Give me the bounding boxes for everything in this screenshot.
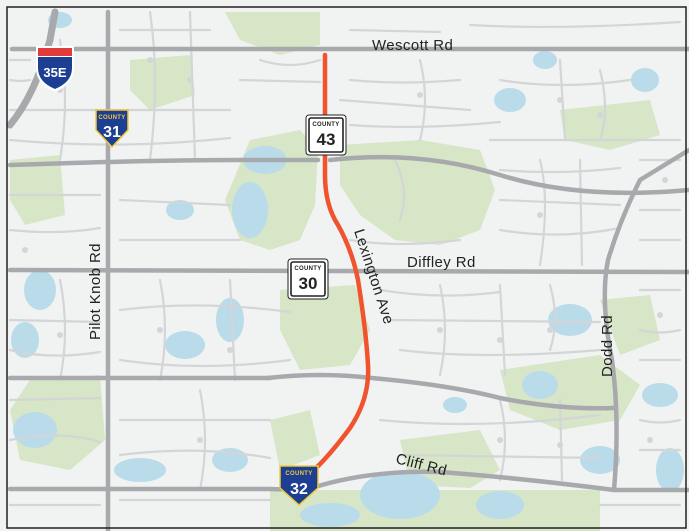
label-diffley-rd: Diffley Rd [407, 254, 476, 271]
county-30-shield: COUNTY 30 [287, 258, 329, 300]
diffley-road [7, 267, 689, 275]
lake [656, 448, 684, 492]
lake [114, 458, 166, 482]
park-area [560, 100, 660, 150]
lake [548, 304, 592, 336]
county-32-shield: COUNTY 32 [279, 465, 319, 507]
county-30-label: COUNTY [294, 266, 321, 272]
collector-road-south [265, 372, 617, 411]
lake [216, 298, 244, 342]
major-roads-layer [7, 9, 689, 531]
interstate-number: 35E [43, 65, 66, 80]
lake [631, 68, 659, 92]
county-31-number: 31 [103, 124, 121, 141]
lake [443, 397, 467, 413]
lake [522, 371, 558, 399]
lake [300, 503, 360, 527]
county-30-number: 30 [299, 274, 318, 293]
county-32-number: 32 [290, 481, 308, 498]
park-area [225, 12, 320, 55]
park-area [280, 285, 370, 370]
county-31-shield: COUNTY 31 [95, 109, 129, 149]
lake [11, 322, 39, 358]
lake [580, 446, 620, 474]
lake [476, 491, 524, 519]
dodd-road [602, 147, 689, 493]
lake [165, 331, 205, 359]
interstate-35e-road [6, 8, 59, 129]
collector-road-west [7, 157, 321, 168]
park-area [600, 295, 660, 355]
county-31-label: COUNTY [98, 115, 125, 121]
park-area [130, 55, 195, 110]
interstate-35e-shield: 35E [36, 46, 74, 92]
county-32-label: COUNTY [285, 471, 312, 477]
lake [24, 270, 56, 310]
label-pilot-knob-rd: Pilot Knob Rd [87, 243, 104, 340]
lake [166, 200, 194, 220]
lake [533, 51, 557, 69]
county-43-number: 43 [317, 130, 336, 149]
county-43-label: COUNTY [312, 122, 339, 128]
minor-roads-layer [8, 10, 682, 507]
lake [360, 471, 440, 519]
map-frame [6, 6, 687, 529]
park-area [10, 155, 65, 225]
project-route-lexington [311, 52, 371, 473]
lake [494, 88, 526, 112]
label-dodd-rd: Dodd Rd [599, 315, 616, 377]
park-area [270, 410, 320, 470]
lake [232, 182, 268, 238]
county-43-shield: COUNTY 43 [305, 114, 347, 156]
label-wescott-rd: Wescott Rd [372, 37, 453, 54]
lake [13, 412, 57, 448]
collector-road-east [327, 154, 689, 196]
lake [642, 383, 678, 407]
